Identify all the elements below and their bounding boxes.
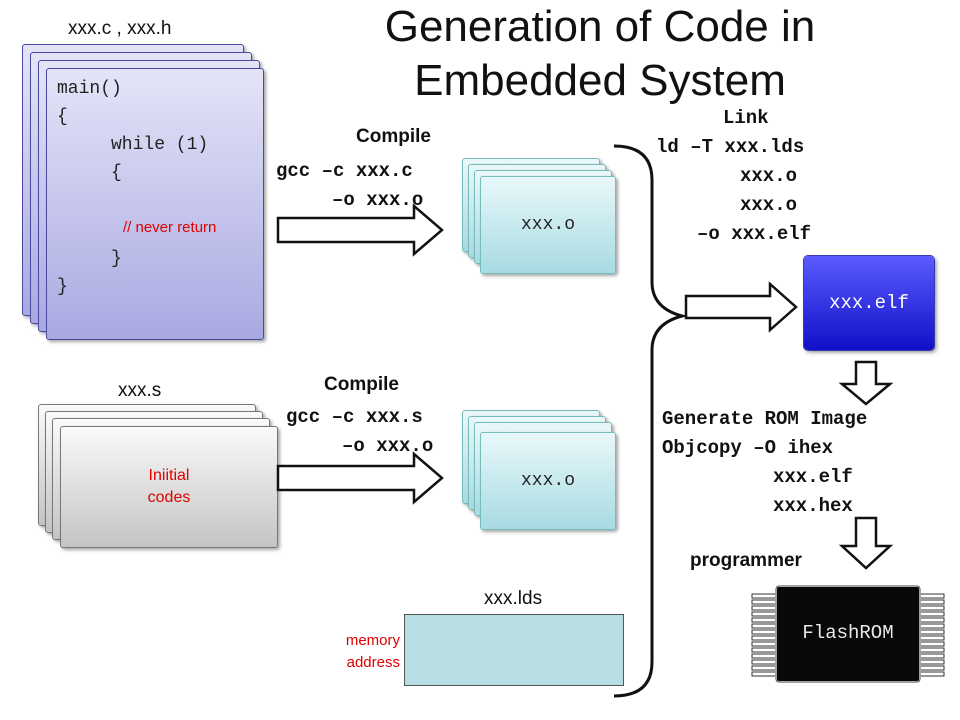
link-cmd-line-1: ld –T xxx.lds	[656, 136, 805, 158]
compile-2-cmd-line-2: –o xxx.o	[342, 435, 434, 457]
source-card-front: main() { while (1) { // never return } }	[46, 68, 264, 340]
right-arrow-icon	[276, 203, 444, 257]
elf-file-label: xxx.elf	[829, 292, 909, 314]
code-comment: // never return	[123, 219, 217, 236]
link-cmd-line-2: xxx.o	[740, 165, 798, 187]
lds-box	[404, 614, 624, 686]
object-2-card-front: xxx.o	[480, 432, 616, 530]
rom-cmd-line-4: xxx.hex	[773, 495, 853, 517]
code-inner-open: {	[111, 163, 122, 183]
link-cmd-line-4: –o xxx.elf	[697, 223, 812, 245]
flashrom-label: FlashROM	[802, 622, 894, 644]
source-files-label: xxx.c , xxx.h	[68, 18, 172, 39]
elf-card: xxx.elf	[804, 256, 934, 350]
lds-label: xxx.lds	[484, 588, 543, 609]
code-main: main()	[57, 79, 122, 99]
compile-2-heading: Compile	[324, 374, 399, 395]
rom-cmd-line-2: Objcopy –O ihex	[662, 437, 834, 459]
object-file-1-label: xxx.o	[520, 215, 575, 235]
compile-2-cmd-line-1: gcc –c xxx.s	[286, 406, 423, 428]
title-line-2: Embedded System	[414, 56, 786, 105]
code-close-brace: }	[57, 277, 68, 297]
code-while: while (1)	[111, 135, 209, 155]
object-file-2-label: xxx.o	[520, 471, 575, 491]
compile-1-cmd-line-2: –o xxx.o	[332, 189, 424, 211]
down-arrow-icon	[838, 360, 894, 406]
compile-1-heading: Compile	[356, 126, 431, 147]
rom-cmd-line-1: Generate ROM Image	[662, 408, 868, 430]
code-inner-close: }	[111, 249, 122, 269]
down-arrow-icon	[838, 516, 894, 570]
asm-file-label: xxx.s	[118, 380, 162, 401]
programmer-label: programmer	[690, 550, 802, 571]
right-arrow-icon	[276, 451, 444, 505]
compile-1-cmd-line-1: gcc –c xxx.c	[276, 160, 413, 182]
asm-card-text: Iniitial codes	[147, 467, 191, 506]
code-open-brace: {	[57, 107, 68, 127]
memory-address-label: memory address	[345, 632, 400, 671]
rom-cmd-line-3: xxx.elf	[773, 466, 853, 488]
link-heading: Link	[723, 107, 769, 129]
title-line-1: Generation of Code in	[384, 2, 816, 51]
object-1-card-front: xxx.o	[480, 176, 616, 274]
right-arrow-icon	[684, 281, 798, 333]
chip-pins-left	[751, 593, 777, 677]
link-cmd-line-3: xxx.o	[740, 194, 798, 216]
asm-card-front: Iniitial codes	[60, 426, 278, 548]
right-brace-icon	[613, 144, 688, 698]
chip-pins-right	[919, 593, 945, 677]
page-title: Generation of Code in Embedded System	[330, 0, 870, 108]
